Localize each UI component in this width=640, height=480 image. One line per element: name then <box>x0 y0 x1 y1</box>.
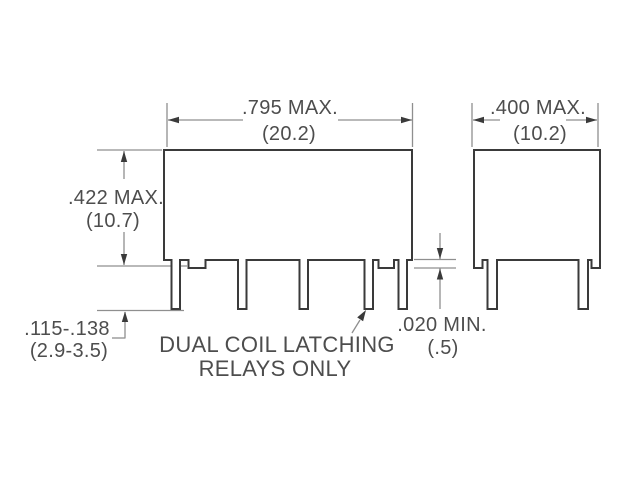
front-width-inches-label: .795 MAX. <box>242 97 338 119</box>
side-width-mm-label: (10.2) <box>513 123 567 145</box>
front-width-mm-label: (20.2) <box>262 123 316 145</box>
terminal-length-inches-label: .115-.138 <box>24 318 110 340</box>
arrow-front-width-right <box>401 116 412 124</box>
standoff-inches-label: .020 MIN. <box>397 314 486 336</box>
terminal-length-mm-label: (2.9-3.5) <box>30 340 108 362</box>
arrow-note-leader <box>357 310 366 322</box>
arrow-front-width-left <box>168 116 179 124</box>
arrow-standoff-top <box>436 248 444 259</box>
arrow-side-width-left <box>473 116 484 124</box>
arrow-terminal-length <box>121 311 129 322</box>
arrow-standoff-bottom <box>436 268 444 280</box>
front-height-inches-label: .422 MAX. <box>68 187 164 209</box>
leader-line-note <box>351 319 361 334</box>
side-view-outline <box>473 149 601 310</box>
front-height-mm-label: (10.7) <box>86 210 140 232</box>
arrow-side-width-right <box>586 116 597 124</box>
arrow-front-height-bottom <box>120 254 128 265</box>
side-width-inches-label: .400 MAX. <box>490 97 586 119</box>
front-view-outline <box>163 149 413 310</box>
arrow-front-height-top <box>120 151 128 162</box>
note-line2: RELAYS ONLY <box>199 356 352 381</box>
note-line1: DUAL COIL LATCHING <box>159 332 395 357</box>
standoff-mm-label: (.5) <box>427 337 458 359</box>
